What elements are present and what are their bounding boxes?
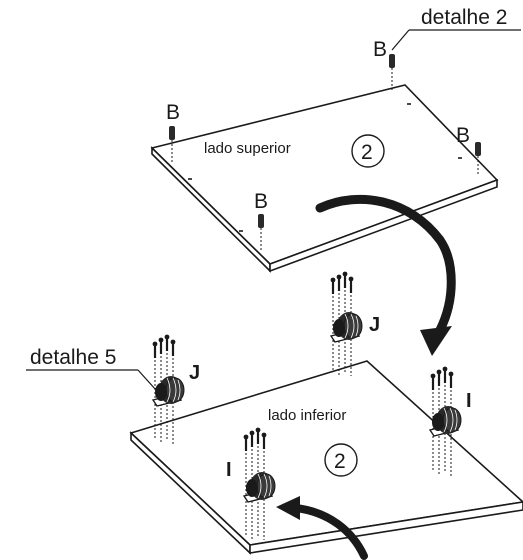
fastener-b-label: B xyxy=(254,190,268,213)
caster-i-label: I xyxy=(226,459,232,481)
fastener-b-top xyxy=(389,54,395,92)
fastener-b-left xyxy=(169,126,175,162)
part-number-bottom: 2 xyxy=(334,450,346,473)
flip-arrow xyxy=(315,194,456,356)
caster-j-back xyxy=(329,270,363,376)
caster-j-label: J xyxy=(369,314,380,336)
insert-arrow xyxy=(276,496,368,560)
fastener-b-label: B xyxy=(373,38,387,61)
detail-5-label: detalhe 5 xyxy=(30,346,116,369)
caster-j-label: J xyxy=(189,362,200,384)
fastener-b-right xyxy=(475,142,481,176)
detail-2-label: detalhe 2 xyxy=(421,6,507,29)
part-number-badge xyxy=(324,443,358,477)
bottom-panel-label: lado inferior xyxy=(268,407,346,424)
caster-i-right xyxy=(429,365,462,476)
part-number-top: 2 xyxy=(361,141,373,164)
part-number-badge xyxy=(351,134,385,168)
fastener-b-label: B xyxy=(166,101,180,124)
fastener-b-label: B xyxy=(456,124,470,147)
top-panel xyxy=(150,84,499,273)
caster-j-left xyxy=(151,333,185,444)
detail-2-leader xyxy=(391,29,410,51)
caster-i-label: I xyxy=(466,390,472,412)
detail-5-leader xyxy=(137,369,157,391)
fastener-b-front xyxy=(258,214,264,250)
caster-i-front xyxy=(242,426,276,540)
top-panel-label: lado superior xyxy=(204,140,291,157)
